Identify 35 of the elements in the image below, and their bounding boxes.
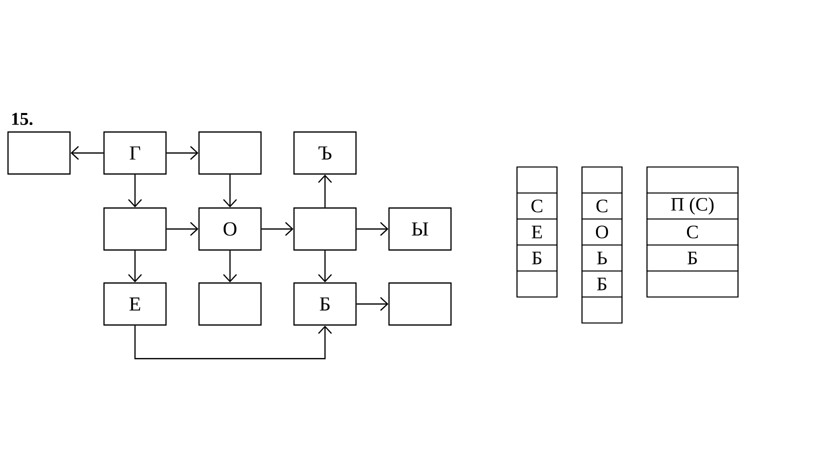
letter-box: Е: [103, 282, 167, 326]
table-cell: О: [581, 218, 623, 246]
arrow: [318, 174, 332, 208]
table-cell: С: [581, 192, 623, 220]
arrow: [223, 174, 237, 208]
arrow: [356, 297, 388, 311]
letter-box: Б: [293, 282, 357, 326]
arrow: [223, 250, 237, 282]
table-cell: С: [646, 218, 739, 246]
letter-box: Ы: [388, 207, 452, 251]
arrow: [166, 146, 198, 160]
table-cell: Б: [581, 270, 623, 298]
arrow: [318, 250, 332, 282]
arrow: [128, 250, 142, 282]
table-cell: Ь: [581, 244, 623, 272]
arrow: [166, 222, 198, 236]
table-cell: Б: [516, 244, 558, 272]
arrow: [356, 222, 388, 236]
letter-box: Г: [103, 131, 167, 175]
empty-box: [103, 207, 167, 251]
letter-box: Ъ: [293, 131, 357, 175]
arrow: [262, 222, 294, 236]
table-cell: Е: [516, 218, 558, 246]
arrow: [70, 146, 104, 160]
table-cell: Б: [646, 244, 739, 272]
empty-box: [198, 282, 262, 326]
letter-box: О: [198, 207, 262, 251]
table-cell: П (С): [646, 192, 739, 220]
arrow: [128, 174, 142, 208]
empty-box: [198, 131, 262, 175]
table-cell: С: [516, 192, 558, 220]
empty-box: [7, 131, 71, 175]
arrow: [134, 326, 332, 360]
empty-box: [293, 207, 357, 251]
empty-box: [388, 282, 452, 326]
